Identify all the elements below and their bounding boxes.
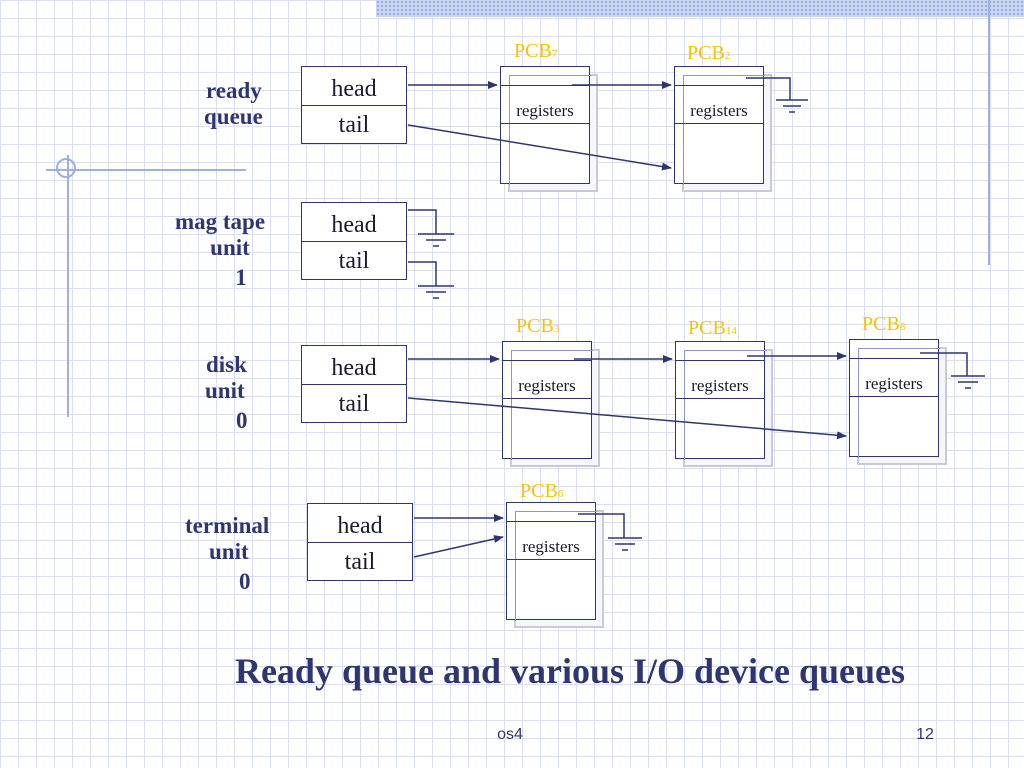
pcb-card: registers: [506, 502, 597, 621]
head-pointer-label: head: [337, 513, 383, 539]
footer-course-label: os4: [497, 726, 523, 743]
pcb8-title: PCB8: [862, 313, 906, 335]
pcb-inner-frame: [509, 75, 591, 185]
tail-pointer-label: tail: [338, 112, 370, 138]
disk-unit-label: disk unit 0: [205, 352, 248, 433]
pcb-registers-divider: [507, 559, 595, 560]
tail-pointer-label: tail: [338, 248, 370, 274]
pcb3-block: registers: [502, 341, 600, 467]
pcb-card: registers: [500, 66, 591, 185]
registers-field: registers: [865, 374, 923, 393]
header-divider: [302, 384, 406, 385]
pcb-registers-divider: [503, 398, 591, 399]
mag-tape-queue-header: head tail: [301, 202, 407, 280]
pcb14-title: PCB14: [688, 317, 737, 339]
ready-queue-header: head tail: [301, 66, 407, 144]
pcb8-block: registers: [849, 339, 947, 465]
registers-field: registers: [522, 537, 580, 556]
pcb2-block: registers: [674, 66, 772, 192]
pcb-registers-divider: [676, 398, 764, 399]
pcb-pointer-field-divider: [675, 85, 763, 86]
head-pointer-label: head: [331, 212, 377, 238]
pcb6-block: registers: [506, 502, 604, 628]
registers-field: registers: [691, 376, 749, 395]
pcb-registers-divider: [850, 396, 938, 397]
left-decor-circle: [56, 158, 76, 178]
mag-tape-unit-label: mag tape unit 1: [174, 209, 266, 290]
pcb-inner-frame: [683, 75, 765, 185]
ready-queue-label: ready queue: [204, 78, 263, 129]
pcb-card: registers: [502, 341, 593, 460]
terminal-queue-header: head tail: [307, 503, 413, 581]
pcb7-block: registers: [500, 66, 598, 192]
pcb2-title: PCB2: [687, 42, 731, 64]
disk-tail-arrow: [407, 397, 847, 440]
left-decor-horizontal-line: [46, 169, 246, 171]
registers-field: registers: [516, 101, 574, 120]
registers-field: registers: [518, 376, 576, 395]
tail-pointer-label: tail: [338, 391, 370, 417]
header-pattern-band: [376, 0, 1024, 17]
tail-pointer-label: tail: [344, 549, 376, 575]
pcb-card: registers: [849, 339, 940, 458]
left-decor-vertical-line: [67, 155, 69, 417]
pcb-inner-frame: [511, 350, 593, 460]
pcb14-block: registers: [675, 341, 773, 467]
magtape-head-null-ground-icon: [408, 209, 454, 247]
terminal-tail-arrow: [413, 535, 504, 558]
header-divider: [302, 241, 406, 242]
pcb7-title: PCB7: [514, 40, 558, 62]
header-divider: [302, 105, 406, 106]
magtape-tail-null-ground-icon: [408, 261, 454, 299]
pcb3-title: PCB3: [516, 315, 560, 337]
pcb-pointer-field-divider: [507, 521, 595, 522]
pcb-pointer-field-divider: [503, 360, 591, 361]
pcb-inner-frame: [684, 350, 766, 460]
header-divider: [308, 542, 412, 543]
pcb-pointer-field-divider: [501, 85, 589, 86]
head-pointer-label: head: [331, 355, 377, 381]
pcb-card: registers: [674, 66, 765, 185]
pcb-card: registers: [675, 341, 766, 460]
right-decor-line: [988, 0, 990, 265]
head-pointer-label: head: [331, 76, 377, 102]
pcb-pointer-field-divider: [850, 358, 938, 359]
pcb-pointer-field-divider: [676, 360, 764, 361]
pcb6-title: PCB6: [520, 480, 564, 502]
pcb-registers-divider: [675, 123, 763, 124]
slide-number: 12: [916, 726, 934, 743]
terminal-unit-label: terminal unit 0: [185, 513, 270, 594]
pcb-registers-divider: [501, 123, 589, 124]
disk-queue-header: head tail: [301, 345, 407, 423]
pcb-inner-frame: [515, 511, 597, 621]
slide-caption: Ready queue and various I/O device queue…: [234, 651, 906, 691]
registers-field: registers: [690, 101, 748, 120]
pcb-inner-frame: [858, 348, 940, 458]
